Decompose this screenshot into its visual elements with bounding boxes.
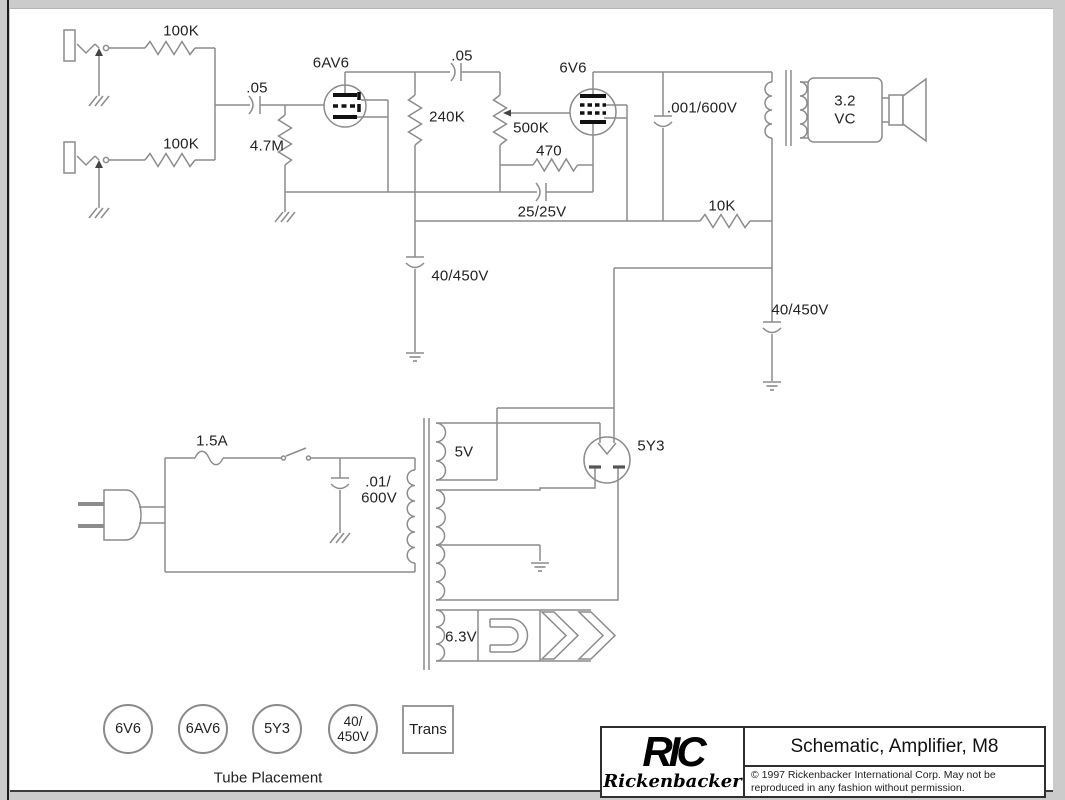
label-speaker-line2: VC [834,110,856,128]
label-input-resistor-1: 100K [163,22,199,40]
label-tube-6v6: 6V6 [559,59,587,77]
placement-5y3: 5Y3 [252,704,302,754]
label-snubber-cap: .001/600V [666,99,738,117]
cathode-bias-network [500,157,593,202]
label-filter-cap-2: 40/450V [771,301,829,319]
input-jack-1 [63,29,145,96]
tube-placement-caption: Tube Placement [213,769,323,787]
label-grid-leak: 4.7M [249,137,285,155]
input-jack-2 [63,141,145,208]
label-rectifier-winding: 5V [454,443,474,461]
label-speaker-line1: 3.2 [834,92,856,110]
output-transformer [764,70,883,146]
placement-6av6: 6AV6 [178,704,228,754]
copyright-notice: © 1997 Rickenbacker International Corp. … [745,765,1044,796]
power-tube-6v6 [569,72,628,221]
label-heater-winding: 6.3V [445,628,477,646]
rectifier-tube-5y3 [583,436,631,484]
ric-logo: RIC [642,728,706,775]
label-fuse: 1.5A [196,432,228,450]
label-coupling-cap-1: .05 [246,79,268,97]
bplus-filter [405,145,782,381]
preamp-plate-circuit [345,62,500,221]
coupling-cap-1 [248,95,324,115]
title-cell: Schematic, Amplifier, M8 © 1997 Rickenba… [745,728,1044,796]
placement-6v6: 6V6 [103,704,153,754]
ac-plug [78,458,166,572]
ground-bus [284,191,537,212]
speaker [882,77,927,143]
volume-pot [492,72,578,192]
page-left-edge [7,0,9,800]
label-cathode-resistor: 470 [536,142,562,160]
label-filter-resistor: 10K [708,197,736,215]
placement-filter-cap: 40/ 450V [328,704,378,754]
label-filter-cap-1: 40/450V [431,267,489,285]
line-cap [330,458,350,533]
label-input-resistor-2: 100K [163,135,199,153]
heater-circuit [477,610,617,661]
label-tube-6av6: 6AV6 [312,54,350,72]
label-line-cap-l2: 600V [361,489,397,507]
fuse-and-switch [165,447,415,466]
copyright-line-2: reproduced in any fashion without permis… [751,781,965,794]
schematic-title: Schematic, Amplifier, M8 [790,735,999,757]
label-line-cap-l1: .01/ [365,473,391,491]
grid-leak-resistor [277,105,293,192]
label-plate-load: 240K [429,108,465,126]
title-block: RIC Rickenbacker Schematic, Amplifier, M… [600,726,1046,798]
copyright-line-1: © 1997 Rickenbacker International Corp. … [751,769,996,781]
preamp-tube-6av6 [323,72,389,192]
input-mixing-resistors [144,40,250,168]
logo-cell: RIC Rickenbacker [602,728,745,796]
placement-transformer: Trans [402,705,454,754]
label-volume-pot: 500K [513,119,549,137]
label-coupling-cap-2: .05 [451,47,473,65]
power-transformer [165,268,619,670]
label-cathode-cap: 25/25V [517,203,567,221]
rickenbacker-wordmark: Rickenbacker [603,770,742,792]
snubber-cap [593,71,772,221]
label-tube-5y3: 5Y3 [637,437,665,455]
